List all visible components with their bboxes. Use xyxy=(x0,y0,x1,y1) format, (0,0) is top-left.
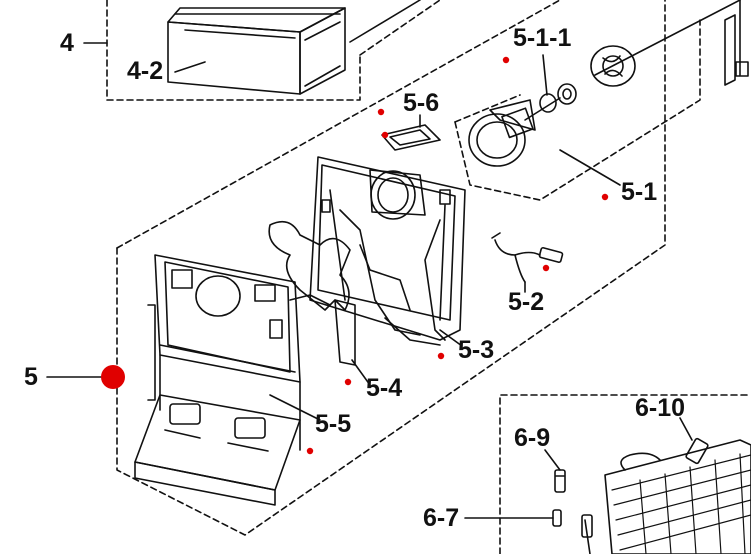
label-6-9: 6-9 xyxy=(514,424,551,452)
leader-5-3 xyxy=(439,329,463,347)
label-5-4: 5-4 xyxy=(366,374,403,402)
part-5-4-foam xyxy=(268,220,356,366)
hotspot-5-2[interactable] xyxy=(542,264,550,272)
label-5-1: 5-1 xyxy=(621,178,658,206)
label-5-5: 5-5 xyxy=(315,410,352,438)
part-6-7-clip xyxy=(552,509,562,527)
hotspot-5-3[interactable] xyxy=(437,352,445,360)
hotspot-5-6[interactable] xyxy=(377,108,385,116)
label-4-2: 4-2 xyxy=(127,57,164,85)
group-5-box xyxy=(116,0,666,536)
label-5-6: 5-6 xyxy=(403,89,440,117)
part-6-10-connector xyxy=(685,437,709,465)
leader-5-1 xyxy=(559,149,621,186)
part-4-2-drawer xyxy=(167,7,346,95)
label-5: 5 xyxy=(24,363,38,391)
label-5-2: 5-2 xyxy=(508,288,545,316)
group-6-box xyxy=(499,394,751,554)
leader-5-1-1 xyxy=(542,54,548,96)
label-5-3: 5-3 xyxy=(458,336,495,364)
hotspot-5[interactable] xyxy=(101,365,125,389)
hotspot-5-6b[interactable] xyxy=(381,131,389,139)
leader-6-10 xyxy=(679,417,693,441)
leader-4-2 xyxy=(174,61,206,73)
part-5-2-harness xyxy=(491,232,564,283)
label-6-10: 6-10 xyxy=(635,394,686,422)
group-5-1-box xyxy=(454,19,701,201)
part-right-rail xyxy=(724,0,749,86)
part-5-3-cover xyxy=(309,156,466,346)
part-5-5-panel xyxy=(134,254,301,506)
leader-5-5 xyxy=(269,394,321,421)
hotspot-5-1[interactable] xyxy=(601,193,609,201)
hotspot-5-5[interactable] xyxy=(306,447,314,455)
leader-6-9 xyxy=(544,449,561,471)
group-4-box xyxy=(106,0,441,101)
label-5-1-1: 5-1-1 xyxy=(513,24,572,52)
hotspot-5-4[interactable] xyxy=(344,378,352,386)
leader-4-top xyxy=(349,0,421,43)
hotspot-markers xyxy=(101,56,609,455)
part-5-6-gasket xyxy=(381,124,441,151)
label-4: 4 xyxy=(60,29,74,57)
part-evaporator-coil xyxy=(581,439,751,554)
leader-5-4 xyxy=(351,359,371,386)
hotspot-5-1-1[interactable] xyxy=(502,56,510,64)
part-6-9-sensor xyxy=(554,469,566,493)
part-5-1-fan-motor xyxy=(468,0,741,167)
label-6-7: 6-7 xyxy=(423,504,460,532)
